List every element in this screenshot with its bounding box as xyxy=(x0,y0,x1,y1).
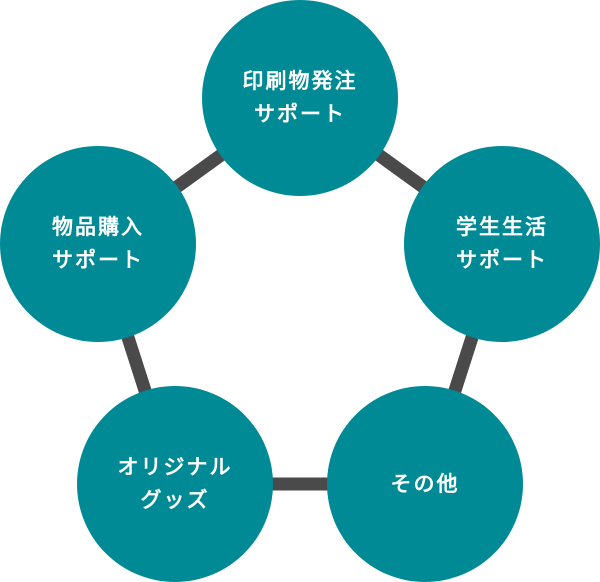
node-other[interactable]: その他 xyxy=(327,386,523,582)
node-label-line2: サポート xyxy=(254,102,346,126)
node-label-line1: その他 xyxy=(390,471,460,496)
node-label-line1: 学生生活 xyxy=(456,215,548,239)
node-original-goods[interactable]: オリジナル グッズ xyxy=(77,386,273,582)
node-label-line1: オリジナル xyxy=(117,455,233,479)
node-label-line2: サポート xyxy=(456,248,548,272)
node-label-line2: サポート xyxy=(52,248,144,272)
node-goods-purchase-support[interactable]: 物品購入 サポート xyxy=(0,146,196,342)
node-student-life-support[interactable]: 学生生活 サポート xyxy=(404,146,600,342)
node-label-line1: 物品購入 xyxy=(52,215,144,239)
node-label-line1: 印刷物発注 xyxy=(242,69,358,93)
node-label-line2: グッズ xyxy=(140,488,210,512)
node-print-order-support[interactable]: 印刷物発注 サポート xyxy=(202,0,398,196)
